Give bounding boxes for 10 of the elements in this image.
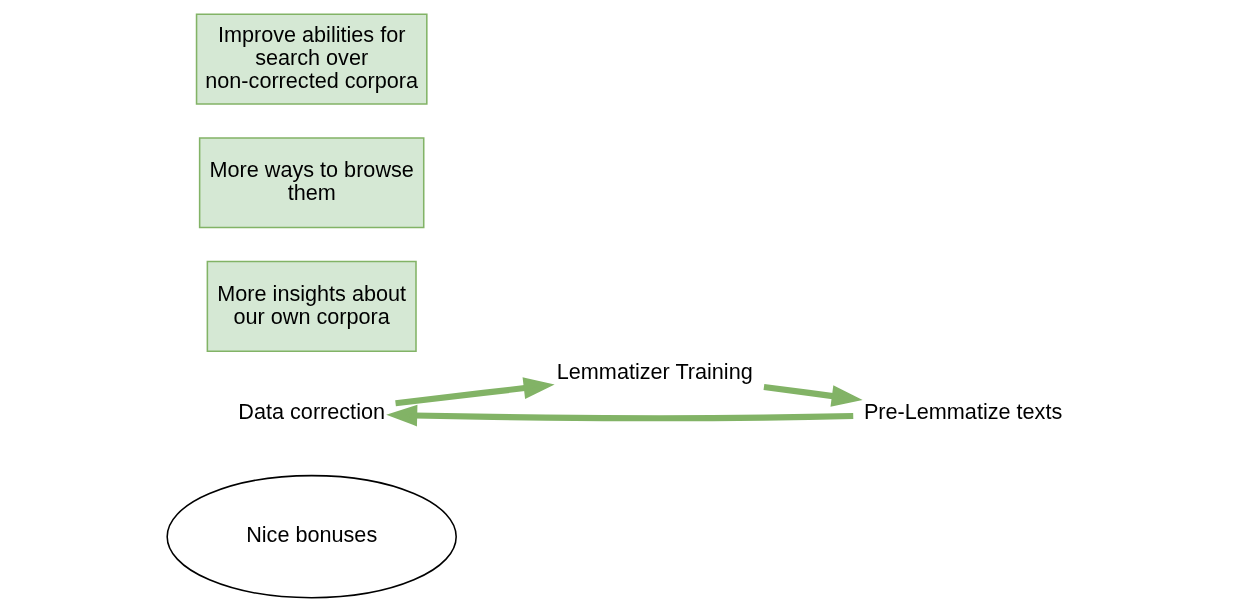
node-ellipse: Nice bonuses (166, 474, 457, 599)
node-box: More ways to browse them (198, 137, 425, 229)
arrow (386, 404, 854, 427)
node-box: Improve abilities for search over non-corrected corpora (195, 13, 428, 105)
arrow (763, 383, 863, 407)
node-text: Data correction (238, 398, 385, 424)
arrow (395, 377, 555, 407)
node-text: Pre-Lemmatize texts (863, 398, 1063, 424)
node-text: Lemmatizer Training (556, 358, 753, 384)
node-box: More insights about our own corpora (206, 260, 417, 352)
